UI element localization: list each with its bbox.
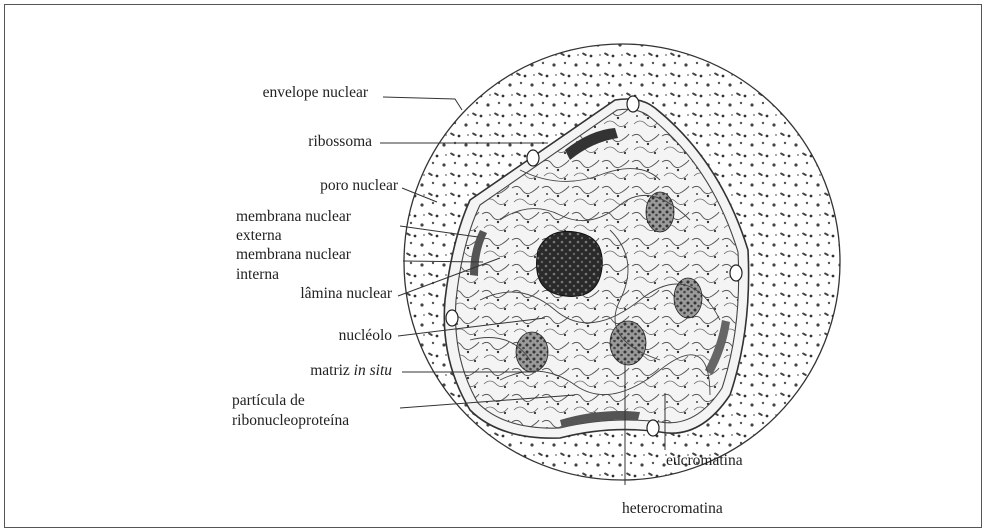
nuclear-pore [627, 96, 639, 112]
heterochromatin-clump [646, 192, 674, 232]
label-lamina-nuclear: lâmina nuclear [300, 285, 392, 302]
label-eucromatina: eucromatina [666, 452, 743, 469]
label-in-situ: in situ [354, 362, 393, 379]
label-particula-2: ribonucleoproteína [232, 412, 349, 429]
leader-envelope [383, 97, 462, 110]
label-heterocromatina: heterocromatina [622, 500, 723, 517]
label-membrana-interna-1: membrana nuclear [236, 246, 352, 263]
label-matriz-in-situ: matriz in situ [310, 362, 392, 379]
nucleolus [537, 231, 603, 296]
label-particula-1: partícula de [232, 392, 305, 409]
label-poro-nuclear: poro nuclear [320, 177, 399, 194]
heterochromatin-clump [516, 332, 548, 372]
label-matriz: matriz [310, 362, 353, 379]
label-nucleolo: nucléolo [339, 327, 393, 344]
label-ribossoma: ribossoma [308, 133, 372, 150]
nuclear-pore [730, 265, 742, 281]
heterochromatin-clump [610, 321, 646, 365]
label-membrana-externa-1: membrana nuclear [236, 208, 352, 225]
label-membrana-interna-2: interna [236, 266, 279, 283]
label-membrana-externa-2: externa [236, 227, 282, 244]
nuclear-pore [527, 150, 539, 166]
label-envelope-nuclear: envelope nuclear [263, 84, 369, 101]
nuclear-pore [647, 420, 659, 436]
nuclear-pore [446, 310, 458, 326]
